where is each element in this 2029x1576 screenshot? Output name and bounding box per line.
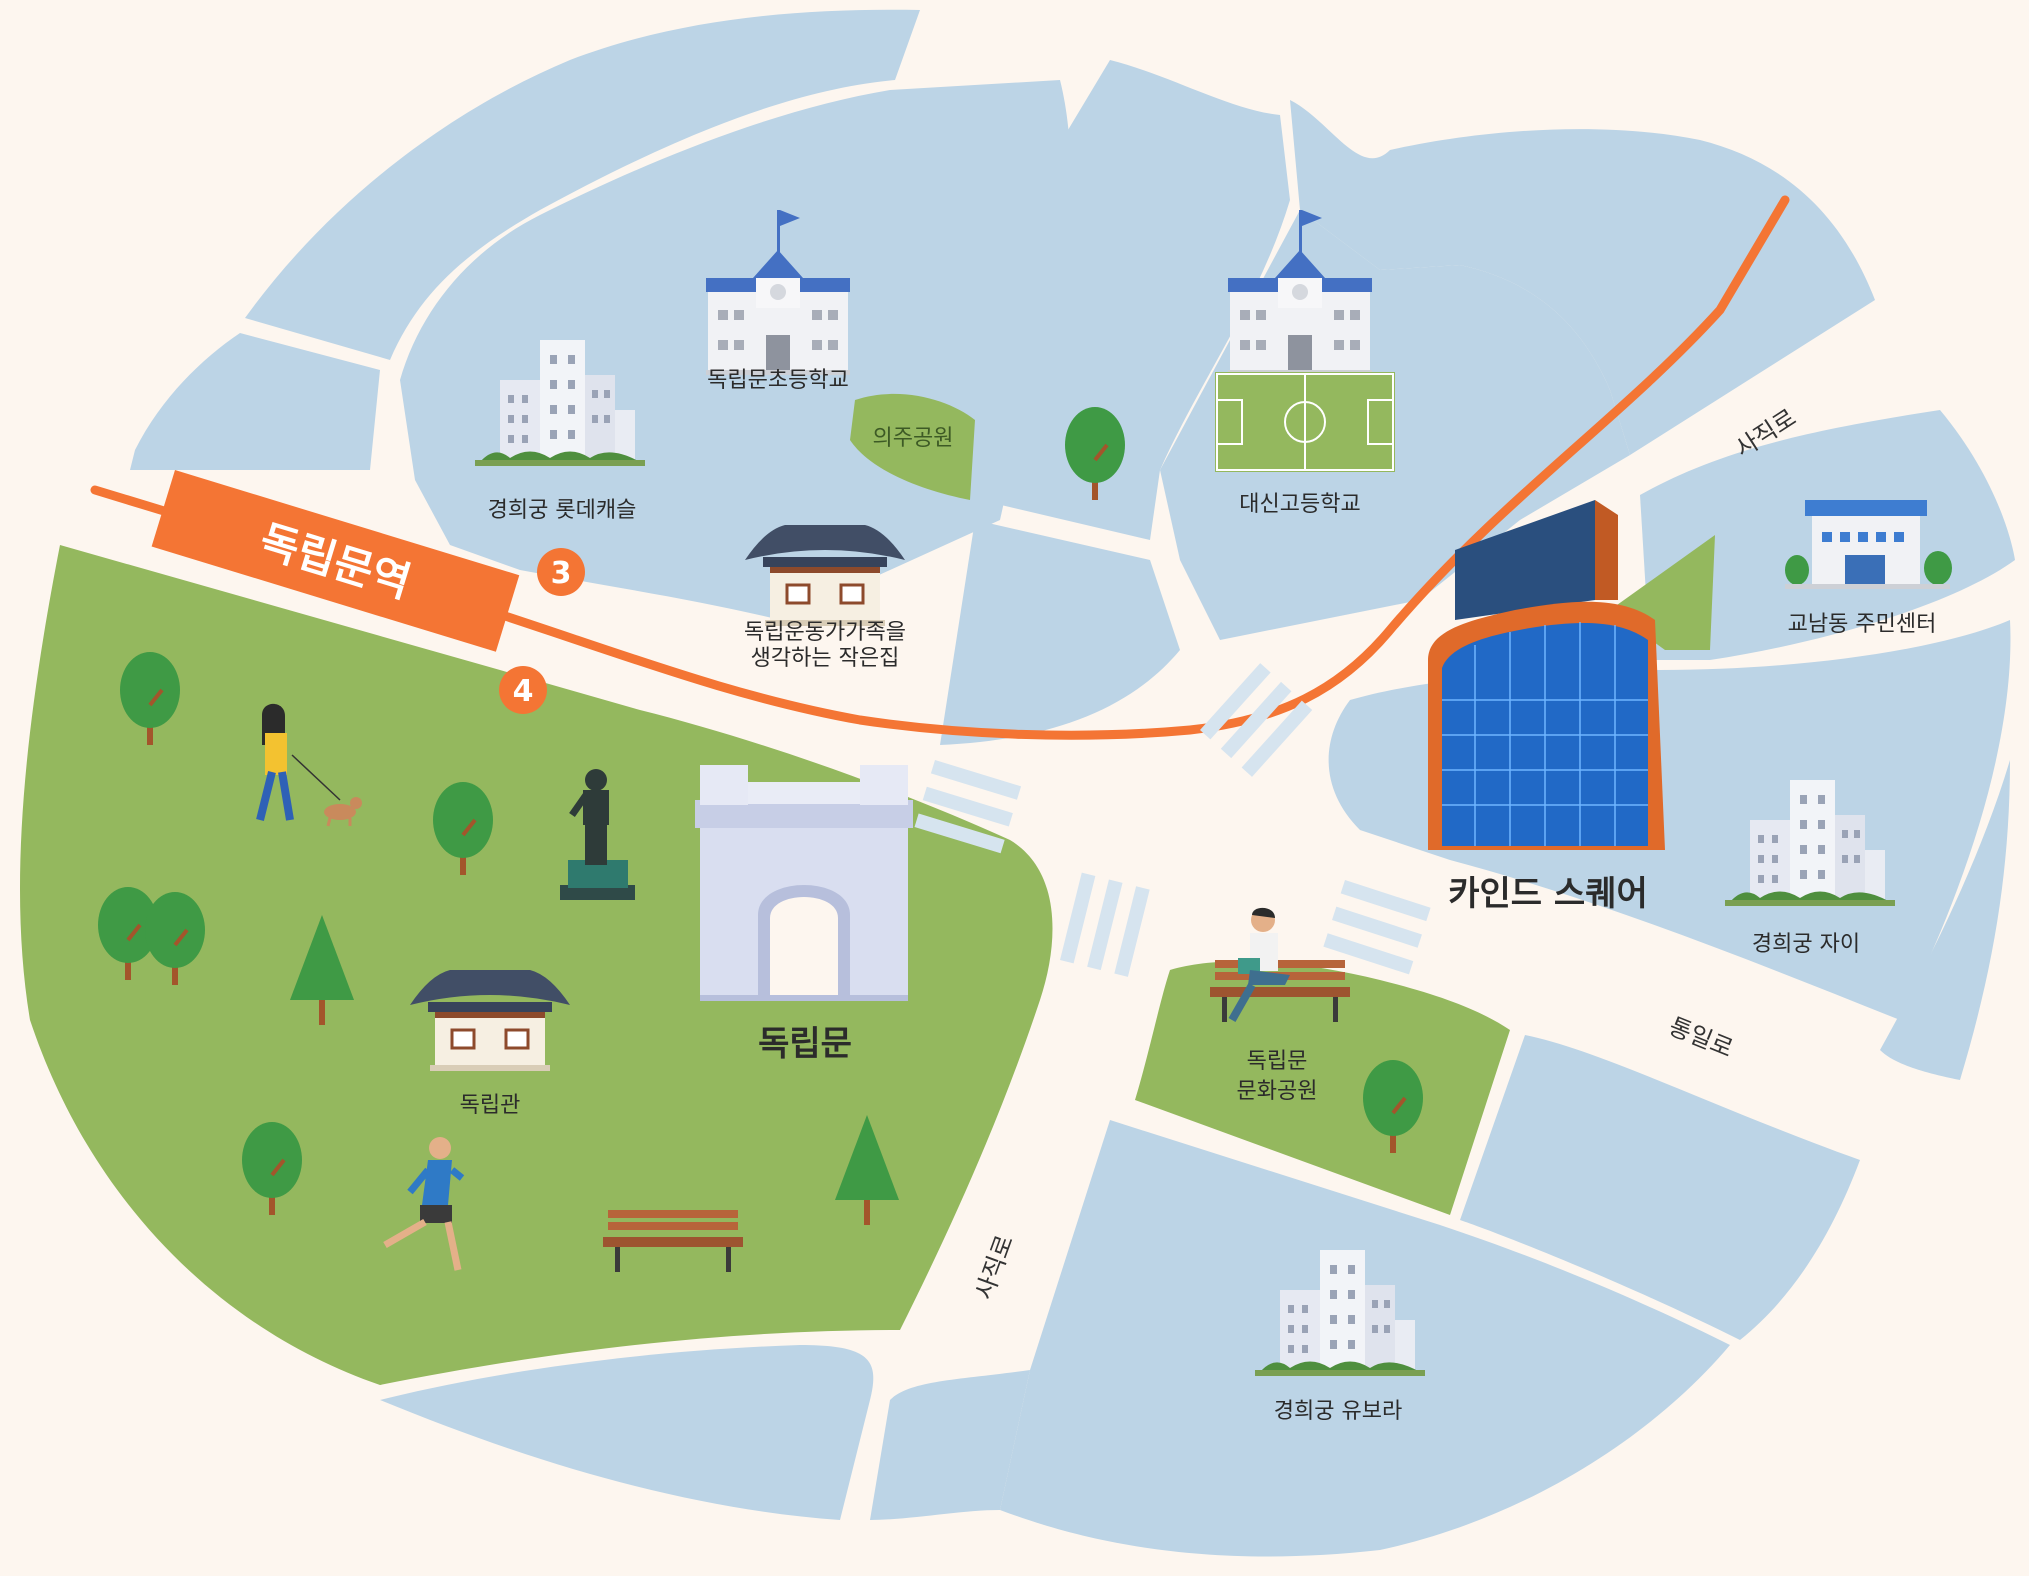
- label-kind-square[interactable]: 카인드 스퀘어: [1448, 874, 1648, 914]
- label-family-house-2[interactable]: 생각하는 작은집: [751, 646, 900, 671]
- label-uiju-park[interactable]: 의주공원: [873, 426, 954, 451]
- uiju-park: [850, 393, 975, 500]
- crosswalk-nw: [914, 760, 1022, 854]
- label-xi[interactable]: 경희궁 자이: [1752, 932, 1860, 957]
- label-dongnipgwan[interactable]: 독립관: [460, 1093, 521, 1118]
- statue-icon: [560, 769, 635, 900]
- label-elementary-school[interactable]: 독립문초등학교: [707, 368, 849, 393]
- exit-badge-4[interactable]: 4: [499, 666, 547, 714]
- reader-on-bench-icon: [1210, 907, 1350, 1022]
- crosswalk-se: [1323, 880, 1431, 975]
- block-s-bottom: [870, 1370, 1030, 1520]
- community-center-icon: [1785, 500, 1952, 589]
- map-labels: 독립문초등학교 대신고등학교 경희궁 롯데캐슬 의주공원 독립운동가가족을 생각…: [460, 368, 1937, 1424]
- crosswalks: [914, 663, 1431, 977]
- block-nw-left: [130, 333, 380, 470]
- crosswalk-ne: [1200, 663, 1313, 777]
- exit-number-4: 4: [513, 674, 534, 709]
- soccer-field-icon: [1215, 372, 1395, 472]
- label-culture-park-2[interactable]: 문화공원: [1237, 1079, 1318, 1104]
- label-community-center[interactable]: 교남동 주민센터: [1788, 612, 1937, 637]
- label-dongnipmun[interactable]: 독립문: [758, 1024, 852, 1064]
- culture-park: [1135, 961, 1510, 1215]
- office-tower-icon[interactable]: [1428, 500, 1665, 850]
- crosswalk-sw: [1060, 872, 1150, 977]
- label-yubora[interactable]: 경희궁 유보라: [1274, 1399, 1402, 1424]
- exit-badge-3[interactable]: 3: [537, 548, 585, 596]
- block-far-right: [1880, 760, 2010, 1080]
- label-lotte-castle[interactable]: 경희궁 롯데캐슬: [488, 498, 637, 523]
- label-culture-park-1[interactable]: 독립문: [1247, 1049, 1308, 1074]
- block-sw-bottom: [380, 1345, 874, 1520]
- block-top-mid: [980, 60, 1290, 540]
- label-family-house-1[interactable]: 독립운동가가족을: [744, 620, 906, 645]
- block-se-upper: [1460, 1035, 1860, 1340]
- label-high-school[interactable]: 대신고등학교: [1239, 492, 1360, 517]
- station-plate: [151, 470, 520, 652]
- walker-with-dog-icon: [256, 703, 362, 827]
- subway-line: [90, 195, 1790, 740]
- exit-number-3: 3: [551, 556, 572, 591]
- runner-icon: [383, 1137, 465, 1271]
- arch-gate-icon[interactable]: [695, 765, 913, 1001]
- block-top-right: [1290, 100, 1875, 455]
- block-nw-top: [245, 9, 920, 361]
- block-mid-left-low: [940, 520, 1180, 745]
